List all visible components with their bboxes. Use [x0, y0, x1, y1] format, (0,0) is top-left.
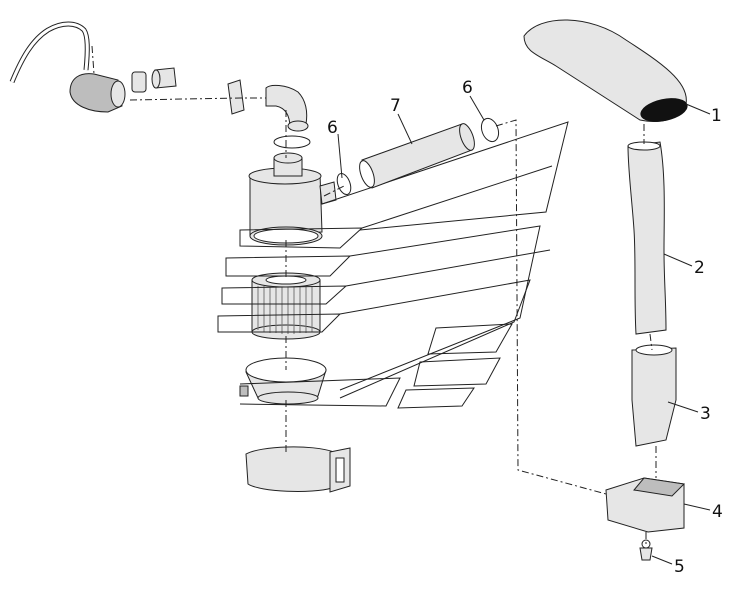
callout-4: 4 — [712, 502, 723, 522]
intake-tube — [359, 123, 475, 189]
rain-cap — [523, 19, 688, 122]
callout-6-right: 6 — [462, 78, 473, 98]
isometric-frame-outlines — [217, 121, 569, 409]
callout-6-left: 6 — [327, 118, 338, 138]
callout-3: 3 — [700, 404, 711, 424]
air-cleaner-housing — [248, 152, 337, 246]
bottom-box — [605, 477, 686, 533]
callout-7: 7 — [390, 96, 401, 116]
callout-2: 2 — [694, 258, 705, 278]
thin-hose — [9, 21, 90, 83]
hose-clamp-right — [480, 117, 500, 143]
filter-element — [251, 272, 321, 340]
leader-lines — [337, 95, 711, 565]
callout-5: 5 — [674, 557, 685, 577]
inlet-hose-assembly — [9, 21, 311, 149]
connector-ring — [131, 71, 147, 93]
hose-clamp-left — [336, 172, 352, 196]
clamp-ring-top — [273, 135, 311, 149]
mounting-bracket — [245, 446, 351, 493]
flange-gasket — [227, 79, 245, 115]
drain-valve — [639, 539, 653, 561]
upper-duct — [627, 141, 667, 335]
lower-duct — [631, 344, 677, 447]
callout-1: 1 — [711, 106, 722, 126]
outlet-elbow — [265, 84, 308, 129]
